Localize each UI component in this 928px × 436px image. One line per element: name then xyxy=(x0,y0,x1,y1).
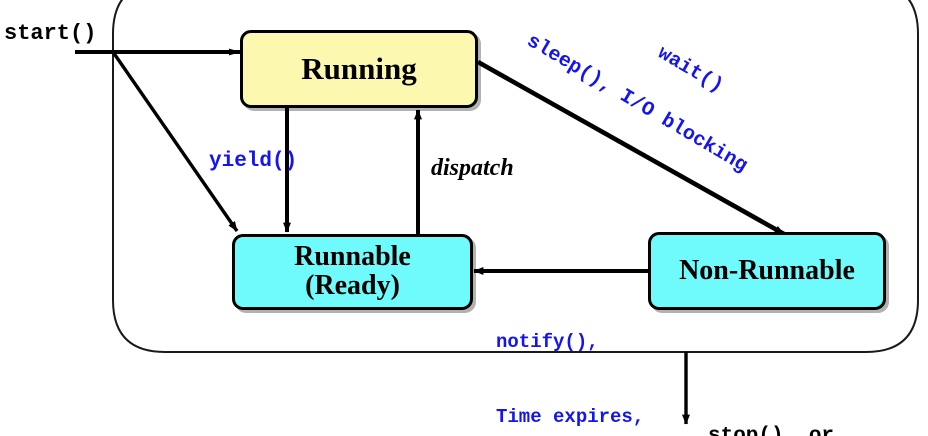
state-runnable[interactable]: Runnable (Ready) xyxy=(232,234,473,310)
start-to-runnable-arrow xyxy=(111,51,239,232)
transition-label-terminate: stop(), or run() returns xyxy=(708,363,872,436)
sleep-wait-arrow xyxy=(476,59,786,237)
transition-label-dispatch: dispatch xyxy=(431,155,514,181)
transition-label-yield: yield() xyxy=(209,150,298,173)
state-running[interactable]: Running xyxy=(240,30,478,108)
enclosure-border xyxy=(112,0,919,353)
state-runnable-label-line2: (Ready) xyxy=(305,270,400,301)
state-runnable-label-line1: Runnable xyxy=(294,241,411,273)
transition-label-notify: notify(), Time expires, I/O completed xyxy=(496,280,644,436)
transition-label-notify-line2: Time expires, xyxy=(496,406,645,429)
transition-label-terminate-line1: stop(), or xyxy=(708,422,872,436)
transition-label-start: start() xyxy=(4,21,97,46)
transition-label-notify-line1: notify(), xyxy=(496,331,599,354)
state-non-runnable[interactable]: Non-Runnable xyxy=(648,232,886,310)
state-running-label: Running xyxy=(301,51,417,87)
state-non-runnable-label: Non-Runnable xyxy=(679,254,855,286)
